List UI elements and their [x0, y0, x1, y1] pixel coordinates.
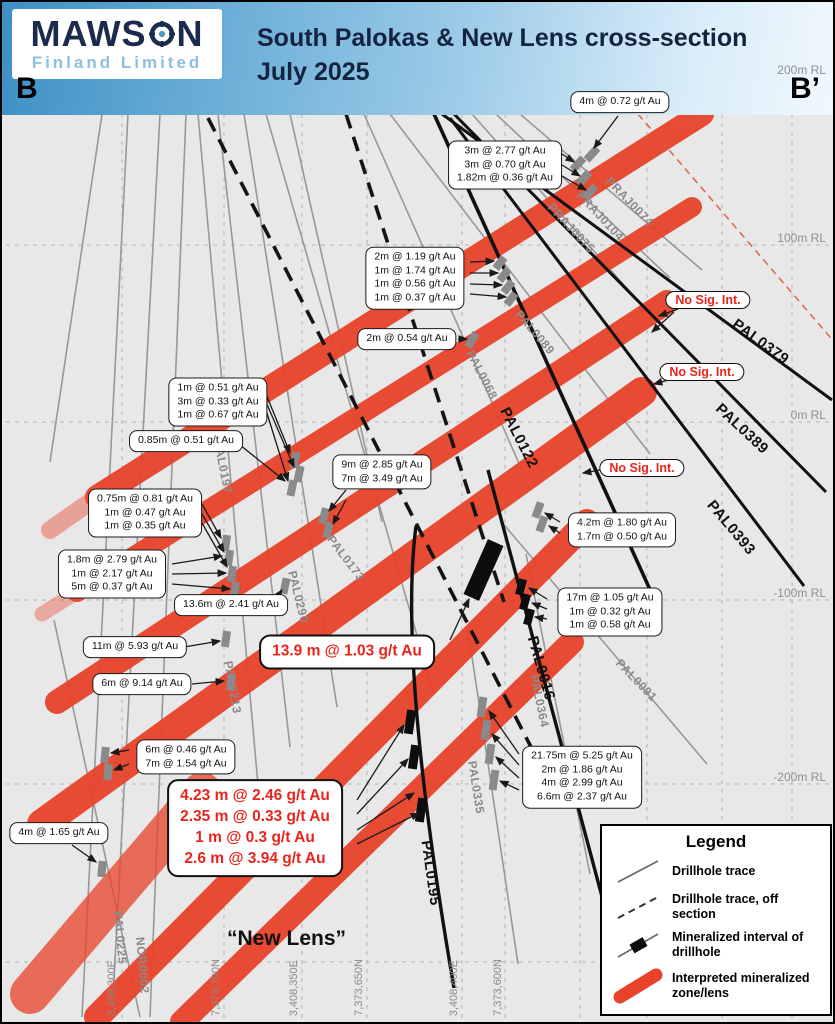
new-lens-annotation: “New Lens”	[227, 927, 347, 950]
no-sig-int-label: No Sig. Int.	[665, 291, 751, 309]
legend-item: Mineralized interval of drillhole	[612, 928, 820, 962]
interval-markers-black	[403, 539, 535, 823]
logo-subtitle: Finland Limited	[31, 52, 203, 72]
coordinate-label: 3,408,350E	[288, 959, 300, 1016]
elevation-label: 200m RL	[777, 63, 826, 77]
logo-brand-left: MAWS	[30, 12, 147, 54]
assay-callout: 6m @ 9.14 g/t Au	[92, 673, 192, 695]
elevation-label: 100m RL	[777, 231, 826, 245]
legend: Legend Drillhole trace Drillhole trace, …	[600, 824, 832, 1016]
drillhole-traces-offsection	[206, 113, 552, 785]
legend-title: Legend	[685, 832, 747, 851]
drillhole-trace-red-dashed	[637, 113, 833, 342]
drillhole-trace-offsection-icon	[617, 896, 659, 919]
page-title: South Palokas & New Lens cross-section J…	[257, 24, 748, 86]
section-marker-left: B	[16, 72, 38, 105]
section-marker-right: B’	[790, 72, 820, 105]
coordinate-label: 7,373,700N	[210, 959, 222, 1016]
assay-callout-highlight: 13.9 m @ 1.03 g/t Au	[259, 634, 435, 670]
mineralized-zone-icon	[613, 968, 663, 1004]
assay-callout: 4m @ 0.72 g/t Au	[570, 91, 670, 113]
assay-callout: 0.85m @ 0.51 g/t Au	[129, 430, 243, 452]
coordinate-label: 7,373,600N	[492, 959, 504, 1016]
drillhole-trace-icon	[617, 860, 659, 883]
coordinate-label: 7,373,650N	[353, 959, 365, 1016]
coordinate-label: 3,408,400E	[448, 959, 460, 1016]
coordinate-label: 3,408,300E	[106, 959, 118, 1016]
mawson-o-icon	[148, 20, 175, 47]
no-sig-int-label: No Sig. Int.	[659, 363, 745, 381]
elevation-label: 0m RL	[790, 408, 826, 422]
elevation-label: -200m RL	[773, 770, 826, 784]
assay-callout: 2m @ 0.54 g/t Au	[357, 328, 457, 350]
legend-item: Drillhole trace	[612, 856, 820, 886]
logo-brand-right: N	[176, 12, 204, 54]
assay-callout: 13.6m @ 2.41 g/t Au	[174, 594, 288, 616]
assay-callout: 4m @ 1.65 g/t Au	[9, 822, 109, 844]
mawson-logo: MAWS N Finland Limited	[12, 9, 222, 79]
mineralized-interval-icon	[617, 933, 659, 958]
legend-item: Interpreted mineralized zone/lens	[612, 968, 820, 1004]
assay-callout: 11m @ 5.93 g/t Au	[82, 636, 188, 658]
legend-item: Drillhole trace, off section	[612, 892, 820, 922]
header-band: MAWS N Finland Limited South Palokas & N…	[2, 2, 833, 115]
elevation-label: -100m RL	[773, 586, 826, 600]
no-sig-int-label: No Sig. Int.	[599, 459, 685, 477]
callout-arrows	[71, 115, 679, 863]
